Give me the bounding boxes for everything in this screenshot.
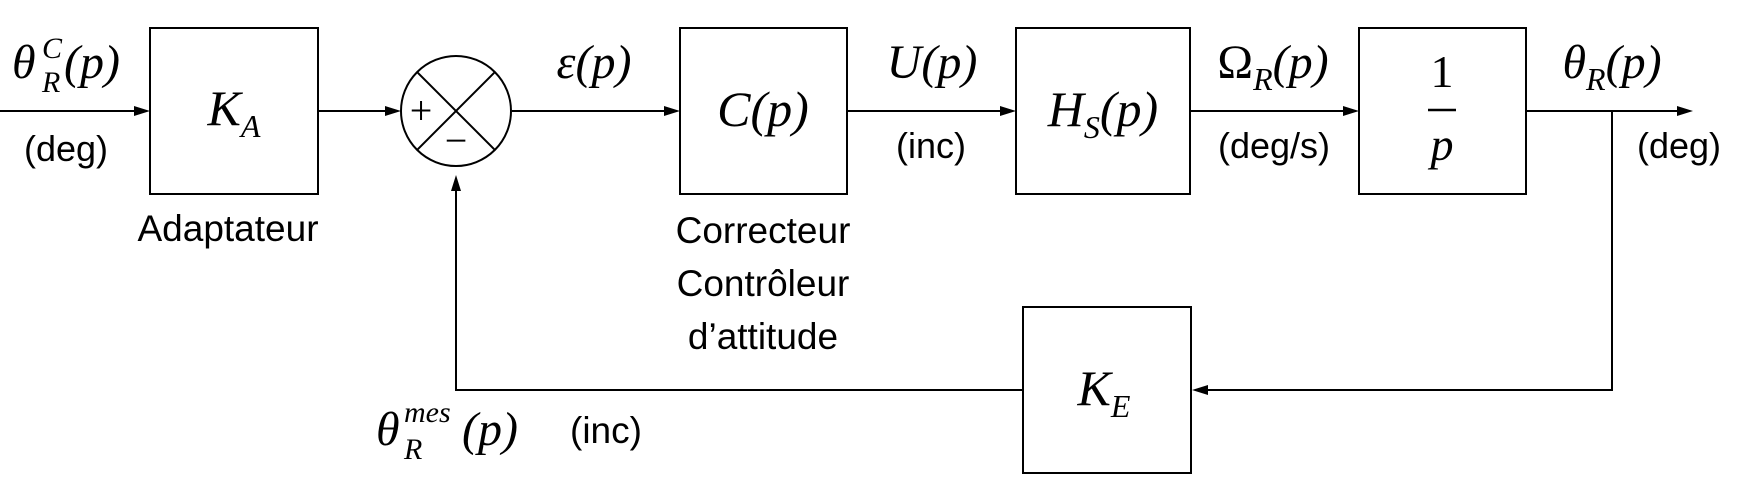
summing-junction: + −	[400, 55, 512, 167]
measure-signal-unit: (inc)	[570, 410, 642, 451]
svg-text:KE: KE	[1077, 360, 1131, 424]
controller-caption-line-1: Correcteur	[676, 210, 851, 251]
command-signal-unit: (inc)	[896, 125, 966, 166]
svg-text:ε(p): ε(p)	[557, 36, 632, 89]
command-signal-symbol: U	[887, 36, 925, 89]
adapter-subscript: A	[239, 108, 261, 144]
sensor-subscript: E	[1110, 388, 1131, 424]
svg-text:KA: KA	[207, 80, 261, 144]
svg-text:U(p): U(p)	[887, 36, 978, 89]
command-signal-argument: (p)	[921, 36, 977, 89]
measure-signal-superscript: mes	[404, 396, 451, 429]
input-signal-subscript: R	[41, 66, 60, 99]
measure-signal-argument: (p)	[462, 403, 518, 456]
arrow-adapter-out	[385, 106, 401, 116]
rate-signal-symbol: Ω	[1217, 36, 1253, 89]
controller-caption-line-2: Contrôleur	[677, 263, 850, 304]
rate-signal-subscript: R	[1252, 61, 1273, 97]
output-signal-subscript: R	[1585, 61, 1606, 97]
minus-sign: −	[445, 118, 468, 163]
input-signal-superscript: C	[42, 32, 63, 65]
plant-subscript: S	[1084, 109, 1100, 145]
controller-argument: (p)	[751, 81, 809, 137]
wire-feedback-takeoff	[1205, 111, 1613, 391]
arrow-output	[1677, 106, 1693, 116]
output-signal-label: θR(p) (deg)	[1562, 36, 1721, 166]
rate-signal-unit: (deg/s)	[1218, 125, 1330, 166]
input-signal-symbol: θ	[12, 36, 36, 89]
input-signal-unit: (deg)	[24, 128, 108, 169]
output-signal-symbol: θ	[1562, 36, 1586, 89]
measure-signal-subscript: R	[403, 433, 422, 466]
arrow-feedback-in	[1192, 385, 1208, 395]
controller-caption: Correcteur Contrôleur d’attitude	[676, 210, 851, 357]
adapter-block: KA	[149, 27, 319, 195]
sensor-symbol: K	[1077, 360, 1114, 416]
svg-text:θR(p): θR(p)	[1562, 36, 1661, 97]
arrow-feedback-sum	[451, 175, 461, 191]
wire-feedback-return	[455, 188, 1023, 391]
svg-text:HS(p): HS(p)	[1047, 81, 1158, 145]
svg-text:θ: θ	[12, 36, 36, 89]
input-signal-label: θ C R (p) (deg)	[12, 32, 120, 169]
arrow-command	[1000, 106, 1016, 116]
plant-block: HS(p)	[1015, 27, 1191, 195]
sensor-block: KE	[1022, 306, 1192, 474]
output-signal-unit: (deg)	[1637, 125, 1721, 166]
arrow-rate	[1343, 106, 1359, 116]
plant-function: H	[1047, 81, 1087, 137]
measure-signal-symbol: θ	[376, 403, 400, 456]
plus-sign: +	[410, 88, 433, 133]
controller-block: C(p)	[679, 27, 848, 195]
rate-signal-argument: (p)	[1273, 36, 1329, 89]
rate-signal-label: ΩR(p) (deg/s)	[1217, 36, 1330, 166]
error-signal-symbol: ε	[557, 36, 576, 89]
controller-caption-line-3: d’attitude	[688, 316, 838, 357]
error-signal-argument: (p)	[575, 36, 631, 89]
arrow-input	[134, 106, 150, 116]
command-signal-label: U(p) (inc)	[887, 36, 978, 166]
plant-argument: (p)	[1100, 81, 1158, 137]
arrow-error	[664, 106, 680, 116]
integrator-numerator: 1	[1431, 46, 1454, 97]
measure-signal-label: θ mes R (p) (inc)	[376, 396, 642, 466]
svg-text:ΩR(p): ΩR(p)	[1217, 36, 1328, 97]
input-signal-argument: (p)	[64, 36, 120, 89]
signal-wires	[0, 106, 1693, 395]
error-signal-label: ε(p)	[557, 36, 632, 89]
svg-text:C(p): C(p)	[717, 81, 809, 137]
integrator-denominator: p	[1428, 119, 1454, 170]
integrator-block: 1 p	[1358, 27, 1527, 195]
adapter-caption: Adaptateur	[137, 208, 318, 249]
output-signal-argument: (p)	[1606, 36, 1662, 89]
adapter-symbol: K	[207, 80, 244, 136]
controller-function: C	[717, 81, 751, 137]
